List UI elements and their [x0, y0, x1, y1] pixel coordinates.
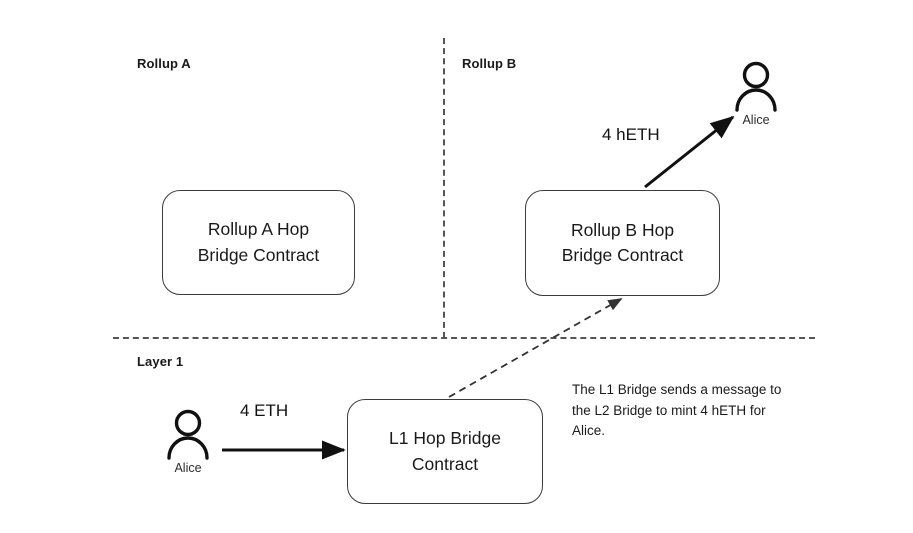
node-rollup-a-hop-bridge-contract[interactable]: Rollup A Hop Bridge Contract	[162, 190, 355, 295]
node-label: Rollup A Hop Bridge Contract	[197, 219, 320, 265]
node-rollup-b-hop-bridge-contract[interactable]: Rollup B Hop Bridge Contract	[525, 190, 720, 296]
horizontal-dashed-divider	[113, 337, 815, 339]
actor-name: Alice	[174, 461, 202, 475]
edge-label-heth-transfer: 4 hETH	[602, 125, 660, 144]
section-label-layer-1: Layer 1	[137, 354, 184, 369]
actor-alice-top: Alice	[729, 58, 783, 127]
node-label: Rollup B Hop Bridge Contract	[561, 219, 684, 265]
vertical-dashed-divider	[443, 38, 445, 338]
node-l1-hop-bridge-contract[interactable]: L1 Hop Bridge Contract	[347, 399, 543, 504]
person-icon	[167, 409, 209, 460]
actor-alice-bottom: Alice	[161, 406, 215, 475]
note-l1-message-description: The L1 Bridge sends a message to the L2 …	[572, 382, 782, 439]
section-label-rollup-b: Rollup B	[462, 56, 517, 71]
section-label-rollup-a: Rollup A	[137, 56, 191, 71]
edge-label-eth-deposit: 4 ETH	[240, 401, 289, 420]
node-label: L1 Hop Bridge Contract	[389, 428, 501, 474]
person-icon	[735, 61, 777, 112]
actor-name: Alice	[742, 113, 770, 127]
